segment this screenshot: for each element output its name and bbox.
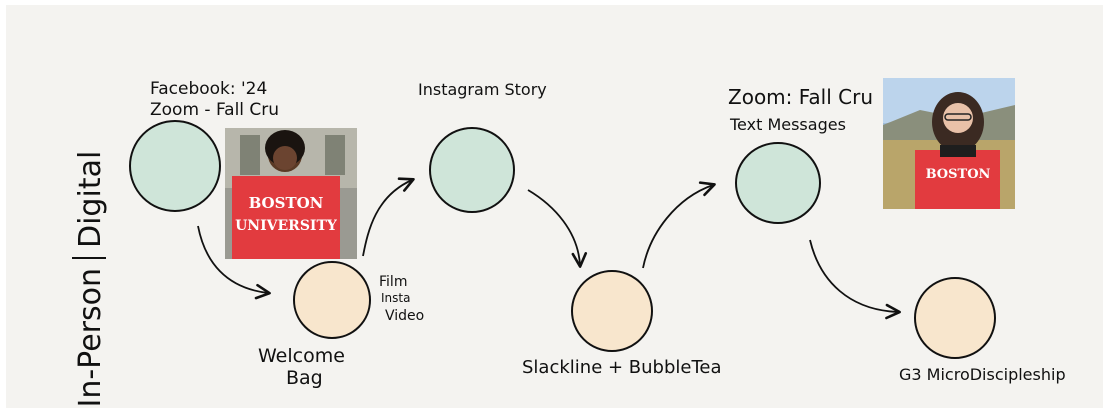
node-2-label-1: Welcome <box>258 345 345 367</box>
node-2-note-2: Insta <box>381 291 410 305</box>
photo-2-text-1: BOSTON <box>926 167 991 182</box>
photo-student-bu-sweatshirt: BOSTON UNIVERSITY <box>225 128 357 259</box>
node-g3-microdiscipleship <box>914 277 996 359</box>
arrow-facebook-to-welcome <box>197 225 271 300</box>
sidebar-label: In-Person Digital <box>72 151 108 408</box>
node-3-label: Instagram Story <box>418 80 547 99</box>
digital-label: Digital <box>73 151 108 248</box>
node-5-label-1: Zoom: Fall Cru <box>728 85 873 109</box>
arrow-instagram-to-slackline <box>527 189 588 268</box>
arrow-slackline-to-zoom <box>642 181 716 269</box>
node-facebook-zoom <box>129 120 221 212</box>
node-6-label: G3 MicroDiscipleship <box>899 365 1066 384</box>
photo-1-text-1: BOSTON <box>249 194 324 212</box>
node-1-label-1: Facebook: '24 <box>150 79 267 99</box>
photo-student-boston-sweatshirt: BOSTON <box>883 78 1015 209</box>
node-instagram-story <box>429 127 515 213</box>
node-welcome-bag <box>293 261 371 339</box>
node-slackline-bubbletea <box>571 270 653 352</box>
node-2-note-3: Video <box>385 308 424 324</box>
node-5-label-2: Text Messages <box>729 115 846 134</box>
node-4-label: Slackline + BubbleTea <box>522 357 722 378</box>
in-person-label: In-Person <box>73 268 108 408</box>
arrow-welcome-to-instagram <box>362 177 415 257</box>
node-zoom-text-messages <box>735 142 821 224</box>
node-1-label-2: Zoom - Fall Cru <box>150 100 279 120</box>
node-2-note-1: Film <box>379 274 407 290</box>
photo-1-text-2: UNIVERSITY <box>235 218 338 234</box>
arrow-zoom-to-g3 <box>809 239 901 320</box>
node-2-label-2: Bag <box>286 367 323 389</box>
